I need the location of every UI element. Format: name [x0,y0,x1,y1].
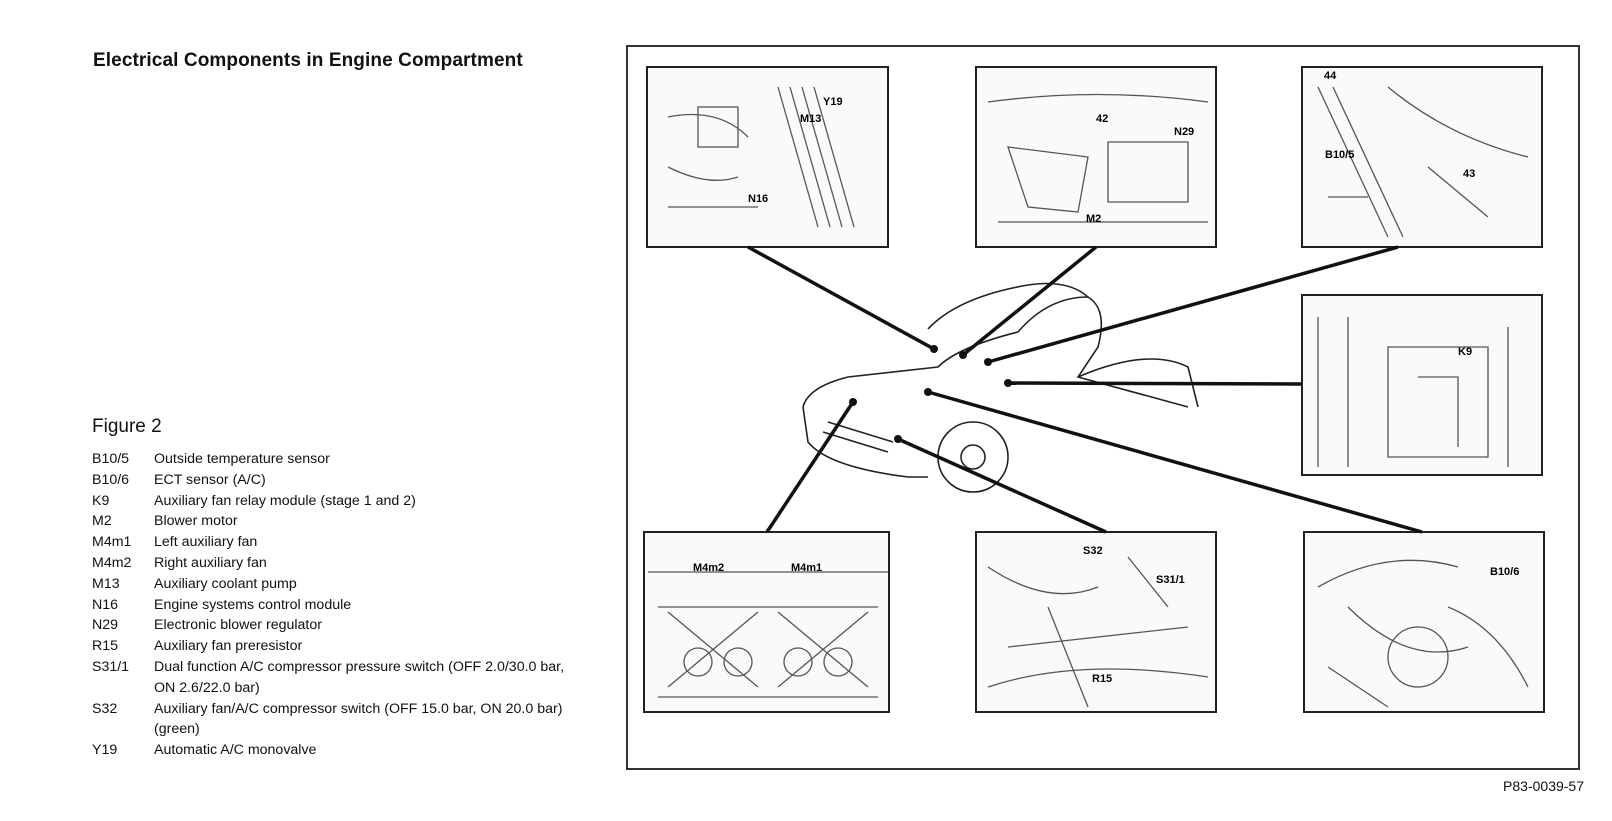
callout-label: M4m2 [693,562,724,574]
legend-row: B10/5 Outside temperature sensor [92,449,572,470]
callout-label: N16 [748,193,768,205]
callout-label: N29 [1174,126,1194,138]
legend-code: M2 [92,513,112,530]
legend-row: M2 Blower motor [92,511,572,532]
leader-m4 [765,401,855,533]
diagram-frame: M13 Y19 N16 42 N29 M2 44 B10/5 43 K9 M4m… [626,45,1580,770]
page-title: Electrical Components in Engine Compartm… [93,50,523,71]
callout-label: 42 [1096,113,1108,125]
panel-m4 [643,531,890,713]
panel-m2 [975,66,1217,248]
legend-code: M4m2 [92,554,132,571]
callout-label: M2 [1086,213,1101,225]
panel-b10-5 [1301,66,1543,248]
legend-code: M13 [92,575,120,592]
legend-desc: Automatic A/C monovalve [154,742,317,759]
legend-row: N29 Electronic blower regulator [92,615,572,636]
legend-code: R15 [92,638,119,655]
legend-desc: Auxiliary fan preresistor [154,638,303,655]
panel-b10-6 [1303,531,1545,713]
leader-lines [747,245,1423,534]
legend-row: N16 Engine systems control module [92,595,572,616]
callout-label: S32 [1083,545,1103,557]
legend-row: M4m2 Right auxiliary fan [92,553,572,574]
component-legend: B10/5 Outside temperature sensor B10/6 ECT… [92,449,572,761]
legend-code: K9 [92,492,110,509]
leader-k9 [1007,381,1303,386]
legend-desc: Engine systems control module [154,596,352,613]
legend-row: Y19 Automatic A/C monovalve [92,740,572,761]
legend-code: S32 [92,700,118,717]
callout-labels: M13 Y19 N16 42 N29 M2 44 B10/5 43 K9 M4m… [693,70,1519,685]
panel-s31 [975,531,1217,713]
panel-outlines [643,66,1545,713]
legend-desc: Auxiliary coolant pump [154,575,297,592]
callout-label: B10/5 [1325,149,1354,161]
legend-row: S32 Auxiliary fan/A/C compressor switch (… [92,699,572,741]
legend-code: B10/5 [92,451,130,467]
callout-label: Y19 [823,96,843,108]
legend-desc: Dual function A/C compressor pressure sw… [154,658,565,696]
legend-desc: ECT sensor (A/C) [154,471,266,488]
legend-code: M4m1 [92,534,132,551]
legend-row: B10/6 ECT sensor (A/C) [92,470,572,491]
callout-label: M13 [800,113,821,125]
legend-desc: Outside temperature sensor [154,451,330,467]
leader-m13 [747,245,935,351]
leader-dots [849,345,1012,443]
leader-b10-6 [927,390,1423,534]
leader-b10-5 [987,245,1399,364]
legend-code: N29 [92,617,119,634]
callout-label: S31/1 [1156,574,1185,586]
figure-reference: P83-0039-57 [1503,778,1584,794]
legend-desc: Right auxiliary fan [154,554,267,571]
legend-code: Y19 [92,742,118,759]
legend-desc: Auxiliary fan/A/C compressor switch (OFF… [154,700,563,738]
callout-label: B10/6 [1490,566,1519,578]
callout-label: K9 [1458,346,1472,358]
callout-label: 43 [1463,168,1475,180]
callout-label: 44 [1324,70,1337,82]
figure-label: Figure 2 [92,416,162,437]
legend-code: B10/6 [92,471,130,488]
panel-m13 [646,66,889,248]
leader-m2 [961,245,1098,357]
callout-label: R15 [1092,673,1112,685]
legend-row: M13 Auxiliary coolant pump [92,574,572,595]
legend-row: S31/1 Dual function A/C compressor pressu… [92,657,572,699]
legend-row: M4m1 Left auxiliary fan [92,532,572,553]
callout-label: M4m1 [791,562,822,574]
legend-code: S31/1 [92,658,130,675]
legend-desc: Electronic blower regulator [154,617,322,634]
legend-desc: Left auxiliary fan [154,534,258,551]
leader-s31 [897,437,1107,534]
car-sketch [802,282,1199,493]
panel-sketches [648,86,1529,708]
panel-k9 [1301,294,1543,476]
legend-desc: Auxiliary fan relay module (stage 1 and … [154,492,416,509]
legend-row: R15 Auxiliary fan preresistor [92,636,572,657]
legend-desc: Blower motor [154,513,238,530]
legend-code: N16 [92,596,119,613]
engine-diagram: M13 Y19 N16 42 N29 M2 44 B10/5 43 K9 M4m… [643,66,1545,713]
legend-row: K9 Auxiliary fan relay module (stage 1 an… [92,491,572,512]
